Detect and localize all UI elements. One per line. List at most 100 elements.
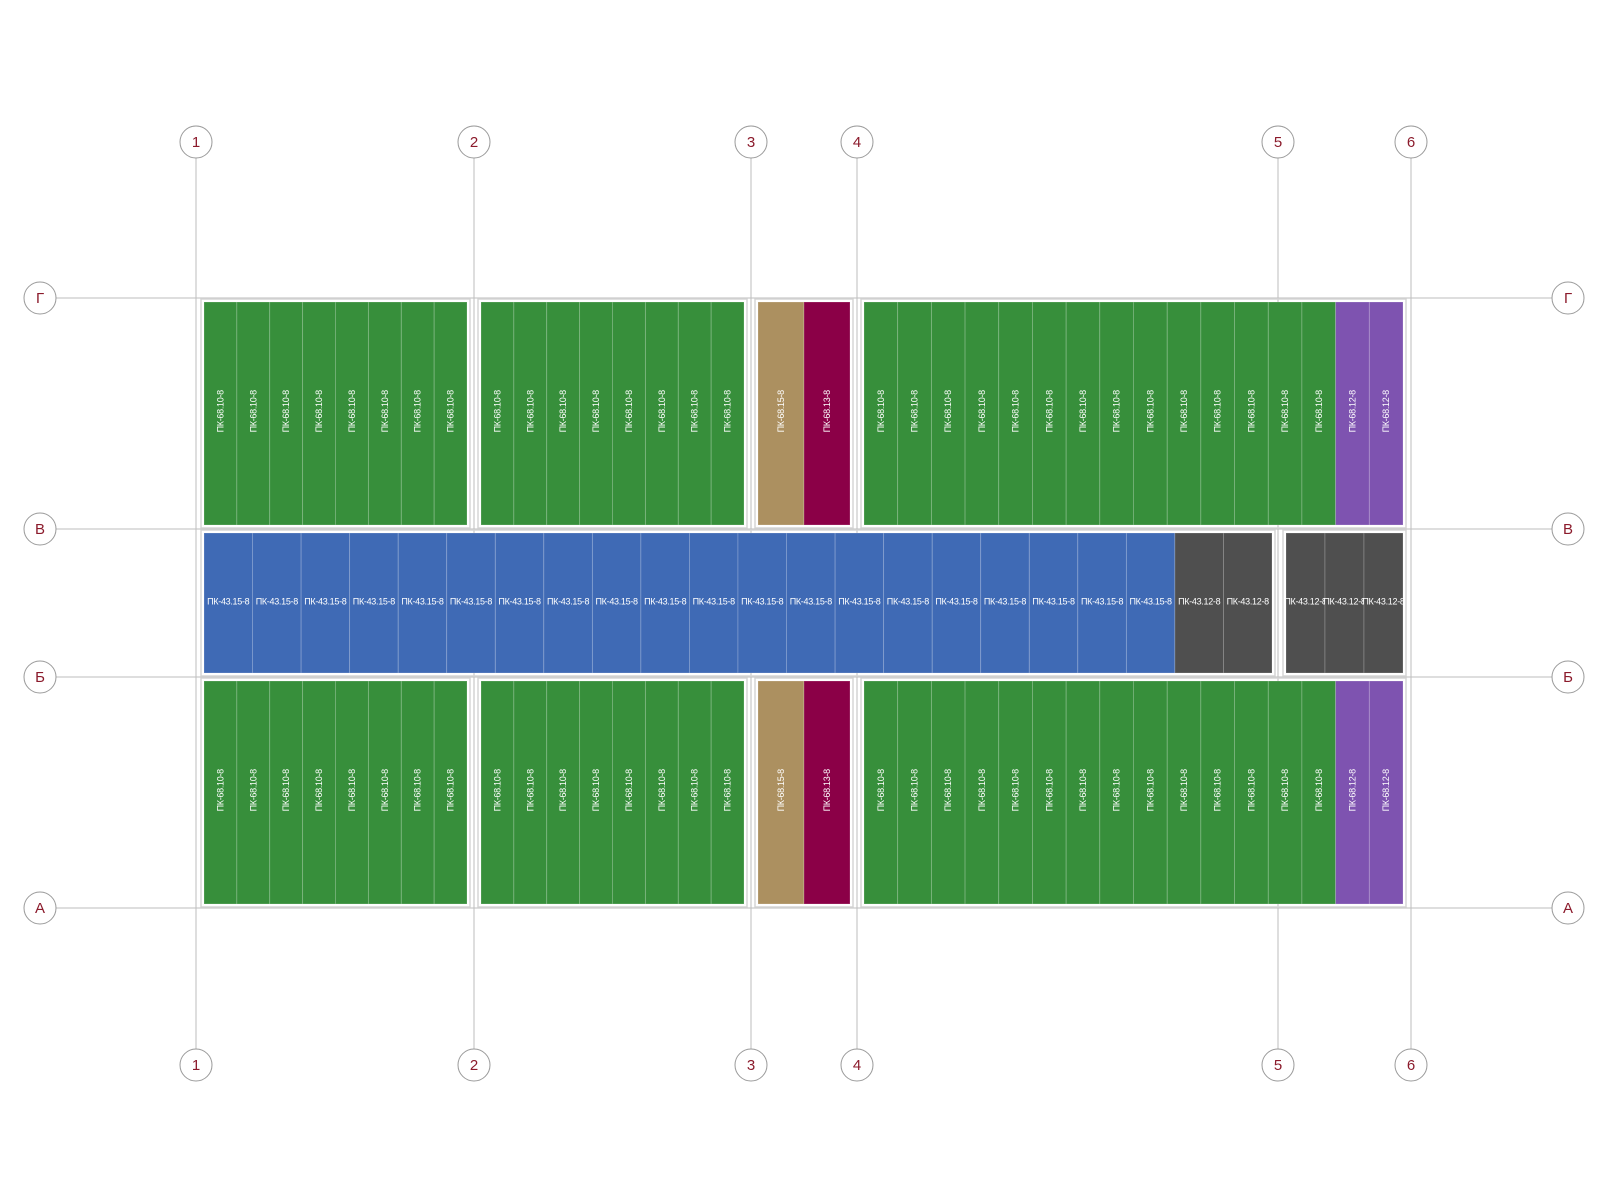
slab-panel: ПК-43.15-8 <box>300 532 351 674</box>
slab-panel-shape <box>513 301 548 526</box>
axis-label: 6 <box>1407 1057 1415 1074</box>
slab-panel-shape <box>998 680 1033 905</box>
slab-panel-label: ПК-68.10-8 <box>657 390 667 433</box>
slab-panel-label: ПК-68.12-8 <box>1347 769 1357 812</box>
slab-panel: ПК-68.10-8 <box>1200 301 1235 526</box>
slab-panel-label: ПК-68.10-8 <box>1011 769 1021 812</box>
slab-panel-shape <box>834 532 885 674</box>
slab-panel-shape <box>446 532 496 674</box>
slab-panel-shape <box>367 301 402 526</box>
slab-panel: ПК-68.10-8 <box>335 680 369 905</box>
slab-panel-shape <box>349 532 399 674</box>
slab-panel-label: ПК-68.10-8 <box>215 390 225 433</box>
slab-panel-label: ПК-68.10-8 <box>690 769 700 812</box>
slab-panel-label: ПК-68.10-8 <box>446 390 456 433</box>
slab-panel-label: ПК-68.10-8 <box>910 769 920 812</box>
slab-panel-label: ПК-43.15-8 <box>256 597 299 607</box>
slab-panel-label: ПК-68.10-8 <box>558 390 568 433</box>
slab-panel-shape <box>1324 532 1365 674</box>
slab-panel-shape <box>300 532 351 674</box>
slab-panel: ПК-43.12-8 <box>1174 532 1224 674</box>
slab-panel-label: ПК-68.10-8 <box>1280 390 1290 433</box>
slab-panel: ПК-68.10-8 <box>1267 680 1303 905</box>
slab-panel-label: ПК-68.10-8 <box>943 390 953 433</box>
slab-panel-label: ПК-43.15-8 <box>1081 597 1124 607</box>
slab-panel: ПК-68.10-8 <box>480 301 515 526</box>
slab-panel: ПК-43.15-8 <box>494 532 545 674</box>
slab-panel-label: ПК-43.15-8 <box>693 597 736 607</box>
slab-panel-label: ПК-68.10-8 <box>876 390 886 433</box>
axis-bubble-col-4-top: 4 <box>840 125 874 159</box>
slab-panel-label: ПК-68.12-8 <box>1381 769 1391 812</box>
slab-panel-label: ПК-68.10-8 <box>1112 390 1122 433</box>
slab-frame-middle-1 <box>200 529 1276 677</box>
axis-bubble-col-3-bottom: 3 <box>734 1048 768 1082</box>
slab-panel: ПК-68.10-8 <box>897 301 932 526</box>
slab-panel: ПК-68.15-8 <box>757 301 805 526</box>
slab-panel-label: ПК-43.15-8 <box>450 597 493 607</box>
slab-panel-label: ПК-68.10-8 <box>910 390 920 433</box>
slab-panel-label: ПК-68.10-8 <box>876 769 886 812</box>
slab-panel-shape <box>302 680 336 905</box>
slab-panel-label: ПК-68.13-8 <box>822 769 832 812</box>
axis-label: В <box>1563 521 1573 538</box>
slab-panel-shape <box>302 301 336 526</box>
slab-panel-shape <box>1267 301 1303 526</box>
slab-panel-label: ПК-68.10-8 <box>314 390 324 433</box>
slab-panel-label: ПК-68.10-8 <box>1179 390 1189 433</box>
slab-panel-label: ПК-68.10-8 <box>943 769 953 812</box>
slab-panel: ПК-43.15-8 <box>834 532 885 674</box>
slab-panel: ПК-68.10-8 <box>269 301 304 526</box>
slab-frame-middle-2 <box>1282 529 1407 677</box>
slab-panel: ПК-68.10-8 <box>710 301 745 526</box>
slab-panel-shape <box>236 680 271 905</box>
slab-panel: ПК-43.15-8 <box>397 532 448 674</box>
slab-panel-label: ПК-68.10-8 <box>624 390 634 433</box>
slab-panel-shape <box>513 680 548 905</box>
axis-bubble-col-1-bottom: 1 <box>179 1048 213 1082</box>
slab-panel-shape <box>480 680 515 905</box>
slab-panel-label: ПК-43.15-8 <box>1032 597 1075 607</box>
slab-panel-shape <box>710 680 745 905</box>
slab-panel-shape <box>1223 532 1273 674</box>
slab-panel: ПК-68.10-8 <box>1301 301 1337 526</box>
slab-panel-shape <box>367 680 402 905</box>
slab-panel-shape <box>786 532 836 674</box>
slab-panel: ПК-68.10-8 <box>367 680 402 905</box>
slab-panel-shape <box>1133 301 1168 526</box>
slab-panel-label: ПК-43.15-8 <box>353 597 396 607</box>
axis-label: 5 <box>1274 134 1282 151</box>
slab-panel-label: ПК-68.13-8 <box>822 390 832 433</box>
slab-panel-shape <box>400 680 435 905</box>
slab-panel-label: ПК-68.10-8 <box>281 390 291 433</box>
slab-panel-shape <box>803 301 851 526</box>
slab-panel-label: ПК-68.10-8 <box>248 390 258 433</box>
slab-panel-shape <box>1301 301 1337 526</box>
slab-panel-label: ПК-68.10-8 <box>446 769 456 812</box>
slab-panel-label: ПК-68.10-8 <box>723 769 733 812</box>
slab-panel-label: ПК-68.10-8 <box>591 390 601 433</box>
slab-panel-label: ПК-68.10-8 <box>1314 769 1324 812</box>
slab-panel-label: ПК-43.15-8 <box>741 597 784 607</box>
slab-panel-shape <box>689 532 739 674</box>
slab-panel: ПК-68.10-8 <box>612 680 646 905</box>
slab-panel: ПК-68.10-8 <box>1099 301 1134 526</box>
slab-panel-label: ПК-43.15-8 <box>984 597 1027 607</box>
slab-panel-shape <box>591 532 642 674</box>
axis-label: 6 <box>1407 134 1415 151</box>
slab-panel: ПК-68.10-8 <box>513 301 548 526</box>
slab-panel-label: ПК-68.10-8 <box>314 769 324 812</box>
slab-panel-label: ПК-68.10-8 <box>1078 390 1088 433</box>
slab-panel-label: ПК-68.10-8 <box>1314 390 1324 433</box>
slab-panel-label: ПК-68.10-8 <box>248 769 258 812</box>
slab-panel: ПК-68.10-8 <box>367 301 402 526</box>
slab-panel-shape <box>1032 301 1067 526</box>
axis-label: 1 <box>192 134 200 151</box>
slab-panel: ПК-68.12-8 <box>1368 680 1404 905</box>
slab-panel: ПК-43.12-8 <box>1323 532 1366 674</box>
slab-panel: ПК-68.10-8 <box>546 301 581 526</box>
slab-panel: ПК-43.15-8 <box>252 532 302 674</box>
slab-panel-label: ПК-43.15-8 <box>547 597 590 607</box>
slab-panel: ПК-68.10-8 <box>1166 301 1202 526</box>
